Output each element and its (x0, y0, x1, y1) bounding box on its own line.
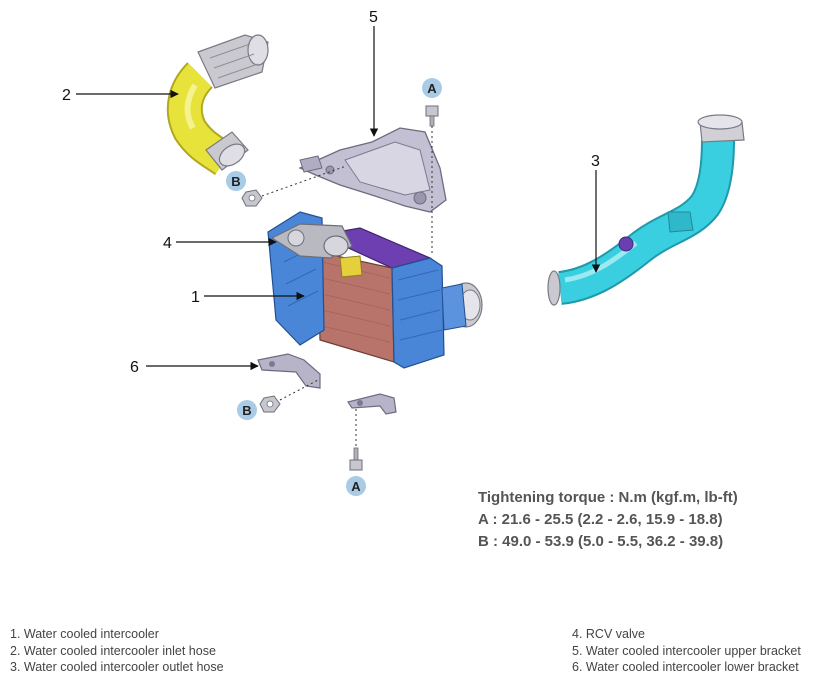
svg-text:A: A (351, 479, 361, 494)
parts-legend-right: 4. RCV valve 5. Water cooled intercooler… (572, 626, 801, 676)
torque-badge-a: A (346, 476, 366, 496)
legend-item: 2. Water cooled intercooler inlet hose (10, 643, 216, 658)
callout-leaders (76, 26, 601, 371)
callout-number: 4 (163, 235, 172, 252)
svg-text:B: B (231, 174, 240, 189)
outlet-hose (547, 114, 745, 306)
legend-item: 6. Water cooled intercooler lower bracke… (572, 660, 799, 674)
legend-item: 1. Water cooled intercooler (10, 627, 159, 641)
nut-icon (259, 395, 281, 413)
callout-number: 5 (369, 9, 378, 26)
callout-number: 6 (130, 359, 139, 376)
rcv-valve (270, 223, 353, 259)
upper-bracket (298, 127, 447, 213)
alignment-lines (261, 126, 433, 446)
inlet-hose (166, 34, 269, 176)
parts-legend-left: 1. Water cooled intercooler 2. Water coo… (10, 626, 224, 676)
exploded-view-diagram: 2 5 3 4 1 6 A B B A (62, 9, 745, 496)
legend-item: 3. Water cooled intercooler outlet hose (10, 660, 224, 674)
intercooler (267, 211, 483, 369)
torque-spec-a: A : 21.6 - 25.5 (2.2 - 2.6, 15.9 - 18.8) (478, 511, 723, 528)
bolt-icon (425, 105, 439, 127)
lower-bracket-right (347, 393, 397, 415)
callout-number: 2 (62, 87, 71, 104)
svg-text:B: B (242, 403, 251, 418)
torque-heading: Tightening torque : N.m (kgf.m, lb-ft) (478, 489, 738, 506)
torque-spec-b: B : 49.0 - 53.9 (5.0 - 5.5, 36.2 - 39.8) (478, 533, 724, 550)
bolt-icon (349, 447, 363, 471)
callout-number: 1 (191, 289, 200, 306)
svg-text:A: A (427, 81, 437, 96)
callout-number: 3 (591, 153, 600, 170)
legend-item: 5. Water cooled intercooler upper bracke… (572, 643, 801, 658)
torque-badge-b: B (226, 171, 246, 191)
tightening-torque-spec: Tightening torque : N.m (kgf.m, lb-ft) A… (478, 487, 738, 553)
torque-badge-b: B (237, 400, 257, 420)
nut-icon (241, 189, 263, 207)
torque-badge-a: A (422, 78, 442, 98)
legend-item: 4. RCV valve (572, 627, 645, 641)
lower-bracket-left (257, 353, 321, 389)
